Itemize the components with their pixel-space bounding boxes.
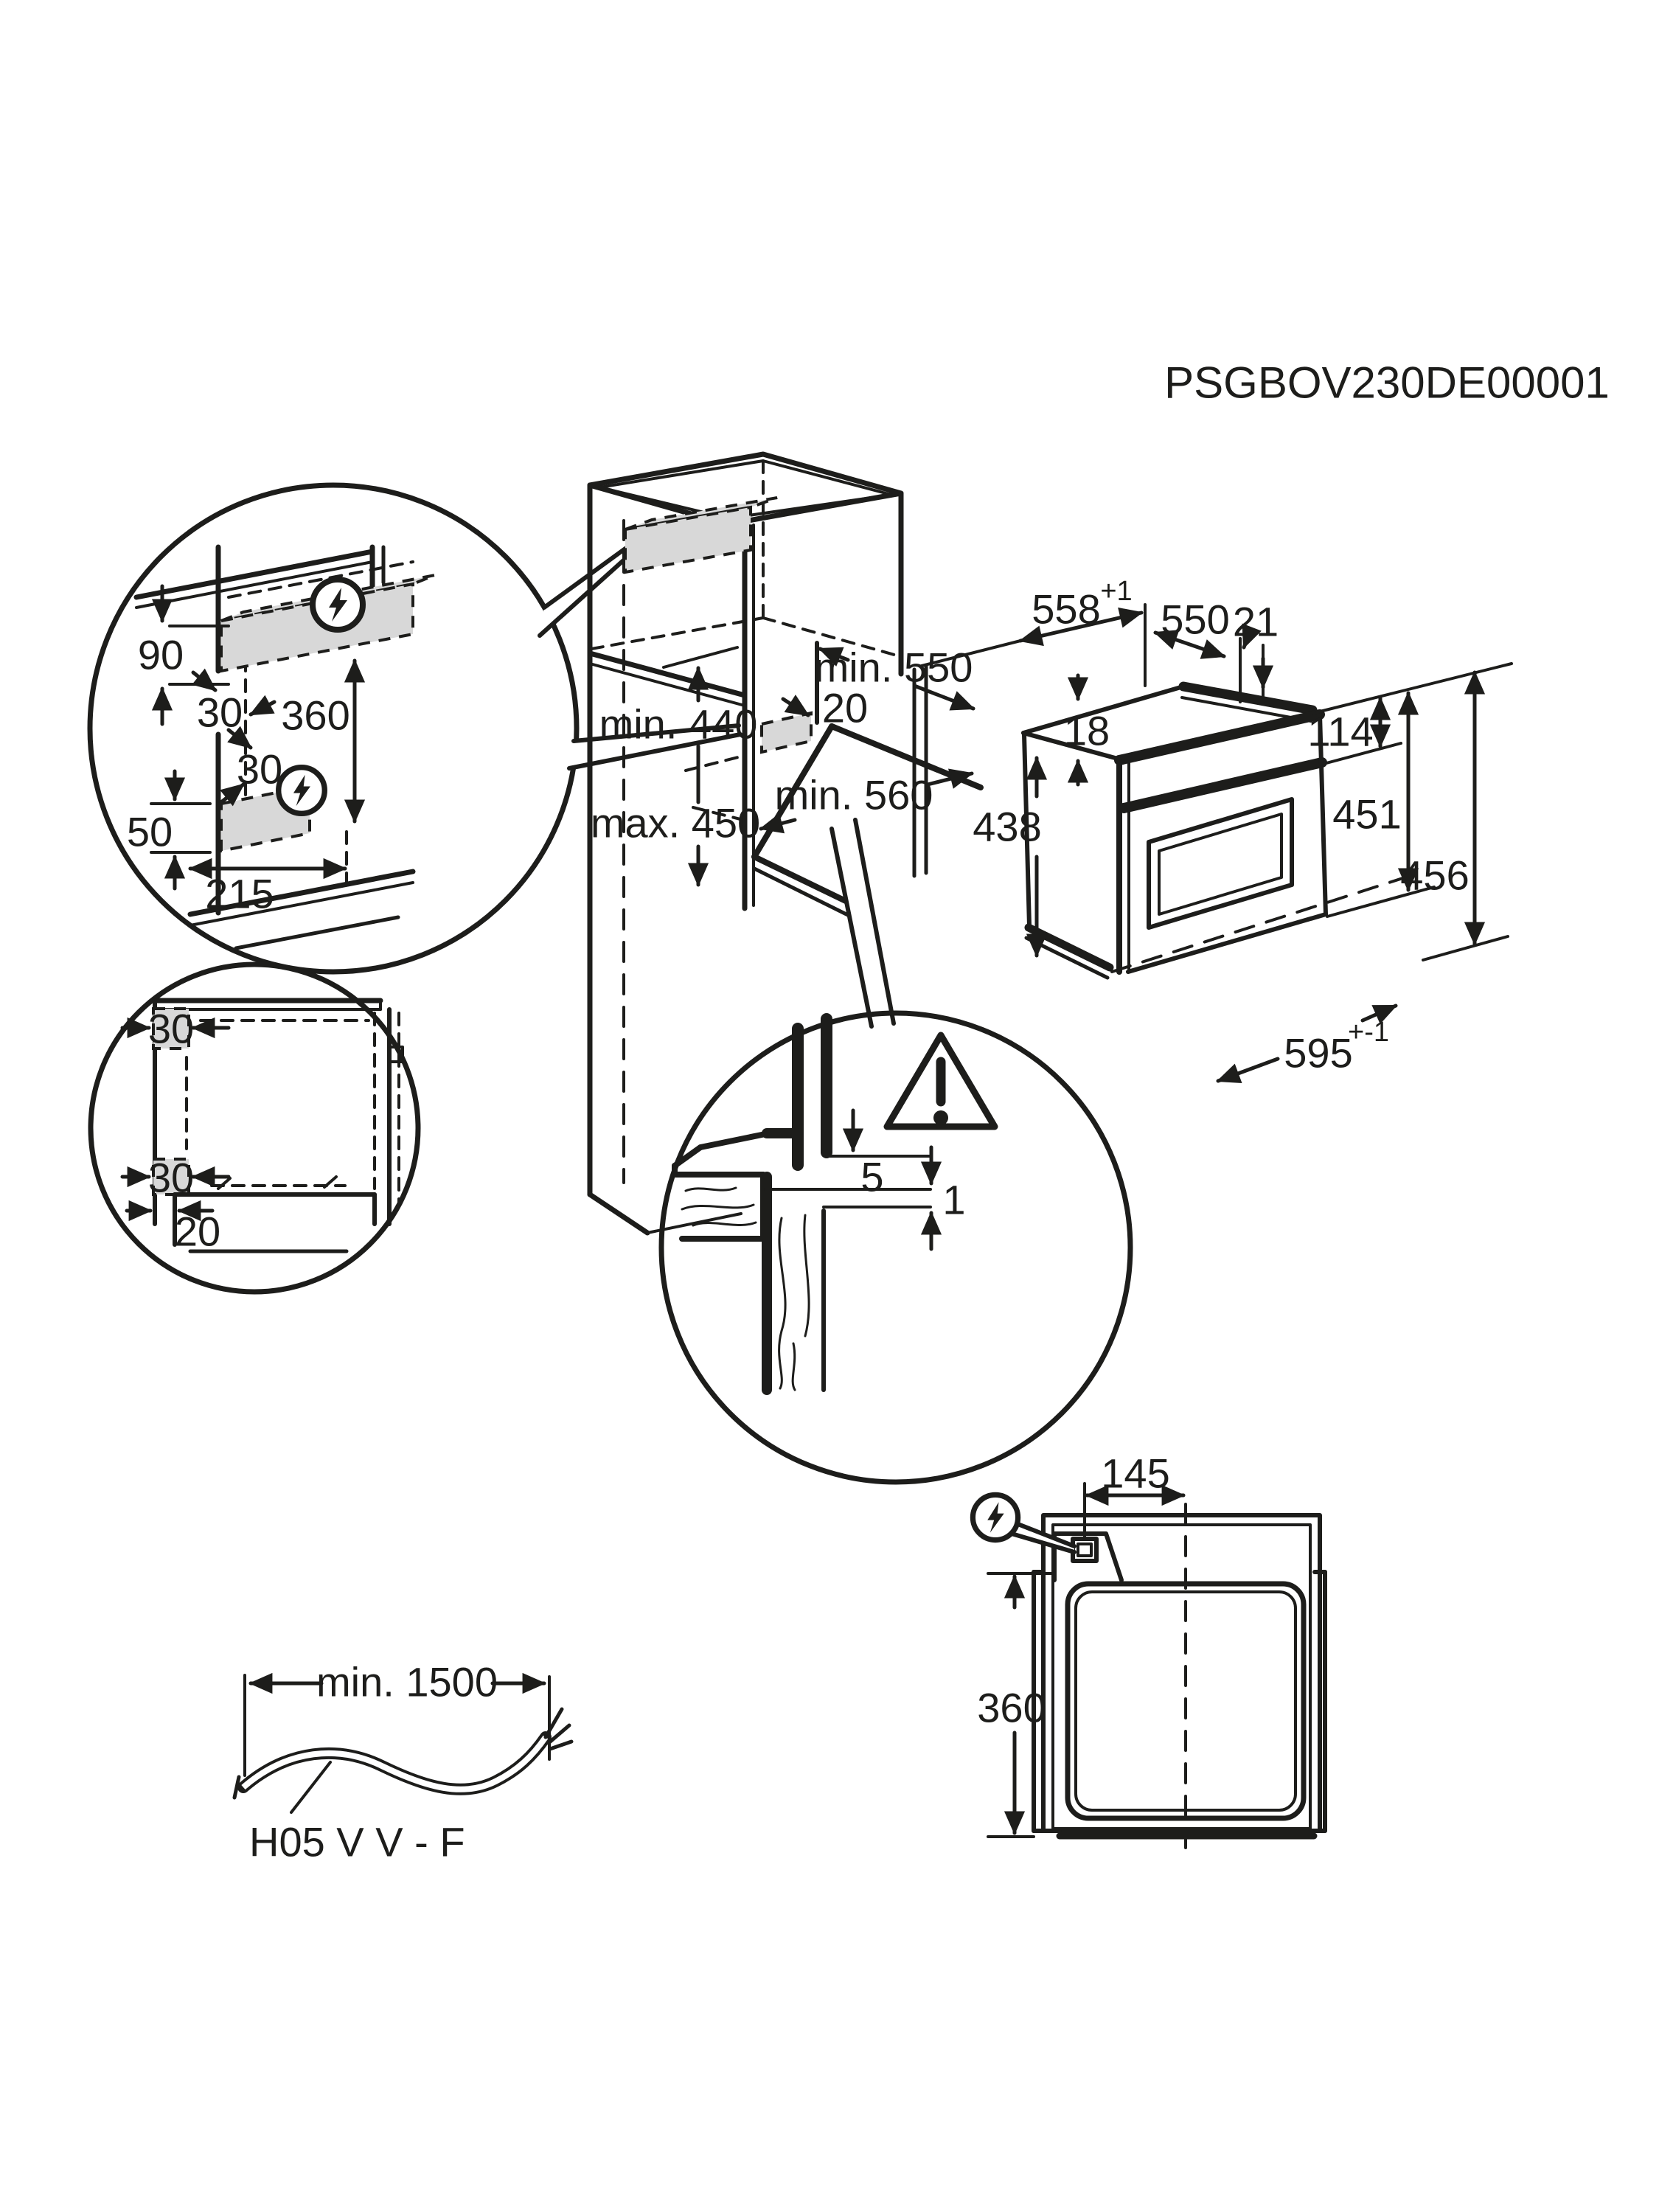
- dim-550-label: 550: [1161, 597, 1229, 643]
- dim-30-top-label: 30: [148, 1006, 194, 1052]
- dim-20-label: 20: [175, 1208, 220, 1255]
- dim-114-label: 114: [1307, 709, 1373, 755]
- detail-circle-electrical-side: 90 30 360 30 50 215: [87, 482, 580, 975]
- dim-30-top-label: 30: [197, 689, 243, 736]
- cable-figure: min. 1500 H05 V V - F: [232, 1659, 574, 1865]
- dim-438-label: 438: [973, 804, 1041, 850]
- dim-50-label: 50: [127, 809, 173, 855]
- dim-18-label: 18: [1064, 708, 1110, 754]
- lightning-callout: [973, 1495, 1077, 1554]
- dim-30-bottom-label: 30: [148, 1155, 194, 1201]
- dim-595-tolerance: +-1: [1348, 1017, 1389, 1048]
- lightning-icon: [973, 1495, 1018, 1540]
- callout-wedge-lower: [567, 723, 742, 771]
- dim-456-label: 456: [1400, 852, 1469, 899]
- front-view-circle: 30 30 20: [88, 961, 421, 1295]
- dim-595-label: 595: [1284, 1030, 1352, 1077]
- dim-558-label: 558: [1032, 586, 1100, 633]
- gap-detail-circle: 5 1: [658, 1010, 1133, 1485]
- oven-figure: 558 +1 550 21 18 438 114 451 456: [920, 576, 1513, 1083]
- warning-triangle-icon: [883, 1032, 998, 1130]
- dim-5-label: 5: [860, 1154, 883, 1200]
- dim-min550-label: min. 550: [815, 644, 973, 691]
- dim-min560-label: min. 560: [775, 772, 933, 818]
- dim-360-label: 360: [977, 1685, 1046, 1731]
- lightning-icon: [279, 768, 325, 814]
- dim-360-label: 360: [281, 692, 349, 739]
- dim-min440-label: min. 440: [599, 701, 758, 748]
- top-view-figure: 145 360: [973, 1450, 1327, 1852]
- dim-90-label: 90: [138, 632, 184, 678]
- dim-1-label: 1: [942, 1177, 965, 1223]
- dim-21-label: 21: [1233, 599, 1279, 645]
- dim-451-label: 451: [1332, 791, 1401, 838]
- cabinet-figure: min. 550 20 min. 560 min. 440 max. 450: [587, 451, 984, 1236]
- dim-max450-label: max. 450: [591, 800, 760, 846]
- drawing-code: PSGBOV230DE00001: [1164, 358, 1610, 408]
- dim-min1500-label: min. 1500: [316, 1659, 498, 1705]
- callout-wedge-gap-detail: [830, 818, 896, 1029]
- callout-wedge-upper: [538, 546, 629, 638]
- cable-type-label: H05 V V - F: [249, 1819, 465, 1865]
- dim-558-tolerance: +1: [1100, 576, 1132, 607]
- dim-20-label: 20: [822, 685, 868, 731]
- dim-30-bottom-label: 30: [237, 746, 282, 793]
- lightning-icon: [313, 580, 363, 630]
- dim-145-label: 145: [1101, 1450, 1169, 1497]
